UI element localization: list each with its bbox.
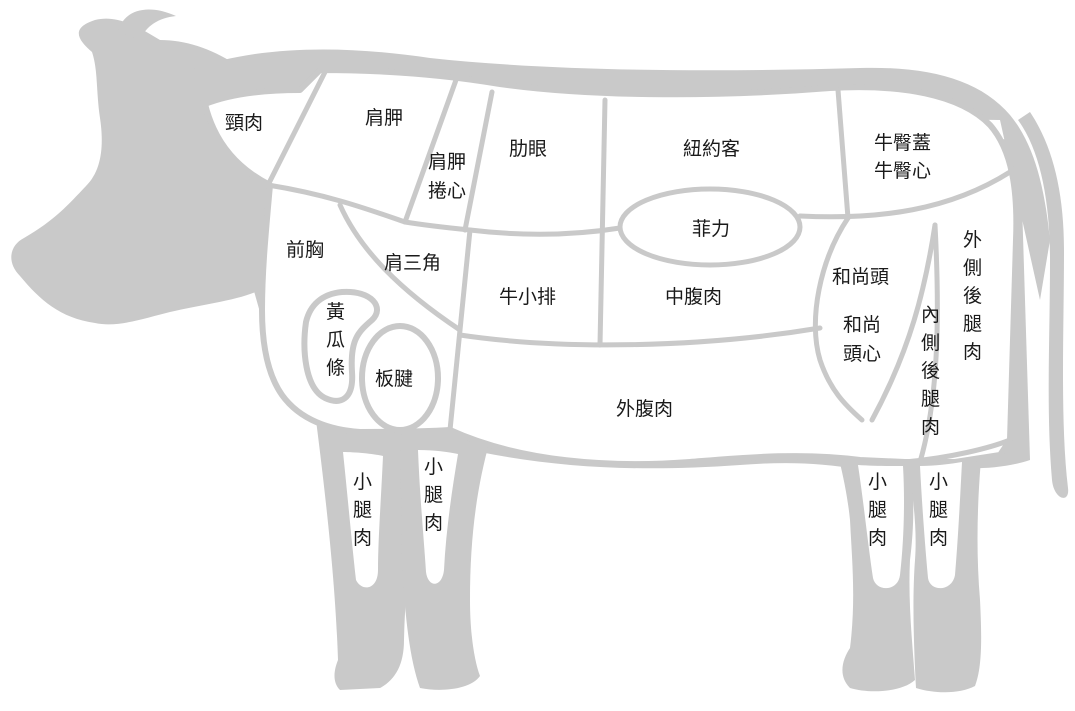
- label-inside-round-4: 腿: [921, 388, 940, 410]
- sep-inside-outside: [917, 222, 940, 465]
- label-knuckle-center-2: 頭心: [843, 343, 881, 365]
- sep-strip-rump: [835, 87, 851, 221]
- label-tenderloin: 菲力: [692, 218, 730, 240]
- label-outside-round-5: 肉: [963, 341, 982, 363]
- sep-chuck-roll-bottom: [402, 219, 473, 233]
- label-rib-eye: 肋眼: [509, 138, 547, 160]
- tenderloin-oval: [617, 186, 803, 268]
- label-fore-shank-back-2: 腿: [353, 499, 372, 521]
- label-knuckle-center-1: 和尚: [843, 314, 881, 336]
- sep-brisket-blade: [337, 202, 463, 333]
- sep-rump-bottom: [797, 169, 1013, 220]
- label-chuck: 肩胛: [365, 107, 403, 129]
- label-outside-round-2: 側: [963, 257, 982, 279]
- label-hind-shank-back-3: 肉: [929, 527, 948, 549]
- label-chuck-roll-1: 肩胛: [428, 151, 466, 173]
- cut-labels: 頸肉 肩胛 肩胛 捲心 肋眼 紐約客 牛臀蓋 牛臀心 前胸 肩三角 菲力 牛小排…: [225, 107, 982, 549]
- label-short-rib: 牛小排: [499, 286, 556, 308]
- sep-chuck-roll-right: [462, 89, 495, 233]
- label-fore-shank-back-1: 小: [353, 471, 372, 493]
- fore-shank-front-strip: [418, 450, 458, 584]
- fore-shank-back-strip: [343, 452, 383, 588]
- label-shoulder-clod-2: 瓜: [326, 329, 345, 351]
- label-knuckle: 和尚頭: [832, 266, 889, 288]
- cut-separators: [265, 69, 1013, 465]
- sep-chuck-roll-left: [402, 77, 459, 225]
- label-fore-shank-front-2: 腿: [424, 484, 443, 506]
- label-inside-round-5: 肉: [921, 416, 940, 438]
- hind-shank-front-strip: [858, 465, 904, 589]
- label-head-meat: 頸肉: [225, 112, 263, 134]
- label-shoulder-clod-1: 黃: [326, 301, 345, 323]
- sep-flank-top: [457, 325, 823, 348]
- sep-hind-leg-top: [902, 437, 1013, 465]
- sep-plate-left: [447, 227, 473, 433]
- label-hind-shank-back-1: 小: [929, 471, 948, 493]
- label-flat-iron: 板腱: [375, 368, 413, 390]
- sep-knuckle-right: [869, 222, 938, 423]
- sep-knuckle-left: [812, 215, 865, 423]
- body-white-area: [202, 67, 1020, 468]
- cow-horn: [118, 9, 176, 40]
- label-fore-shank-front-1: 小: [424, 456, 443, 478]
- label-hind-shank-front-2: 腿: [868, 499, 887, 521]
- label-inside-round-3: 後: [921, 360, 940, 382]
- label-inside-round-1: 內: [921, 304, 940, 326]
- cut-regions: [202, 67, 1020, 468]
- label-brisket: 前胸: [286, 239, 324, 261]
- flat-iron-oval: [359, 323, 441, 433]
- label-flank: 中腹肉: [665, 286, 722, 308]
- label-fore-shank-back-3: 肉: [353, 527, 372, 549]
- label-inside-round-2: 側: [921, 332, 940, 354]
- label-hind-shank-front-1: 小: [868, 471, 887, 493]
- leg-strips: [343, 450, 962, 589]
- label-chuck-roll-2: 捲心: [428, 180, 466, 202]
- label-hind-shank-front-3: 肉: [868, 527, 887, 549]
- sep-ribeye-strip: [597, 97, 608, 348]
- sep-upper-row: [265, 182, 408, 225]
- label-hind-shank-back-2: 腿: [929, 499, 948, 521]
- label-outside-round-1: 外: [963, 229, 982, 251]
- sep-head-chuck: [265, 69, 328, 188]
- shoulder-clod-shape: [301, 288, 380, 404]
- label-outside-round-4: 腿: [963, 313, 982, 335]
- label-striploin: 紐約客: [683, 138, 740, 160]
- label-fore-shank-front-3: 肉: [424, 512, 443, 534]
- cow-tail: [1018, 112, 1069, 498]
- label-rump-cap-1: 牛臀蓋: [874, 132, 931, 154]
- label-shoulder-clod-3: 條: [326, 357, 345, 379]
- label-plate: 外腹肉: [616, 398, 673, 420]
- label-rump-cap-2: 牛臀心: [874, 160, 931, 182]
- hind-shank-back-strip: [920, 462, 962, 589]
- label-oyster-blade: 肩三角: [384, 252, 441, 274]
- label-outside-round-3: 後: [963, 285, 982, 307]
